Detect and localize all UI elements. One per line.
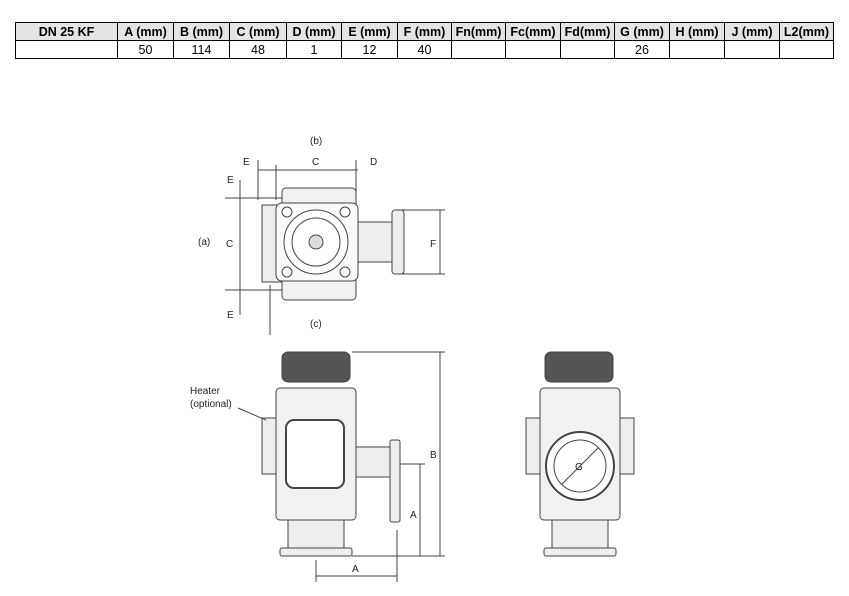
heater-label: Heater (190, 386, 221, 397)
col-header: L2(mm) (779, 22, 834, 41)
cell (779, 40, 834, 59)
dim-c-top: C (312, 157, 319, 168)
col-header: G (mm) (614, 22, 670, 41)
dim-e-top: E (243, 157, 250, 168)
cell: 114 (173, 40, 230, 59)
col-header: E (mm) (341, 22, 398, 41)
col-header: D (mm) (286, 22, 342, 41)
dim-f: F (430, 239, 436, 250)
dim-g: G (575, 462, 583, 473)
cell: 50 (117, 40, 174, 59)
dim-b: B (430, 450, 437, 461)
col-header: J (mm) (724, 22, 780, 41)
dimensions-table: DN 25 KF A (mm) B (mm) C (mm) D (mm) E (… (15, 22, 834, 59)
col-header: B (mm) (173, 22, 230, 41)
cell: 40 (397, 40, 452, 59)
dim-c-left: C (226, 239, 233, 250)
view-c-label: (c) (310, 319, 322, 330)
dim-e-upper: E (227, 175, 234, 186)
front-view (237, 351, 445, 582)
col-header: F (mm) (397, 22, 452, 41)
col-header: A (mm) (117, 22, 174, 41)
cell: 48 (229, 40, 287, 59)
col-header: DN 25 KF (15, 22, 118, 41)
dim-e-lower: E (227, 310, 234, 321)
top-view (225, 160, 445, 335)
view-a-label: (a) (198, 237, 210, 248)
col-header: Fc(mm) (505, 22, 561, 41)
dim-d: D (370, 157, 377, 168)
dim-a-vertical: A (410, 510, 417, 521)
dim-a-horizontal: A (352, 564, 359, 575)
cell: 26 (614, 40, 670, 59)
table-row: 50 114 48 1 12 40 26 (15, 40, 834, 59)
table-header-row: DN 25 KF A (mm) B (mm) C (mm) D (mm) E (… (15, 22, 834, 41)
view-b-label: (b) (310, 136, 322, 147)
side-view (525, 351, 635, 557)
heater-optional-label: (optional) (190, 399, 232, 410)
